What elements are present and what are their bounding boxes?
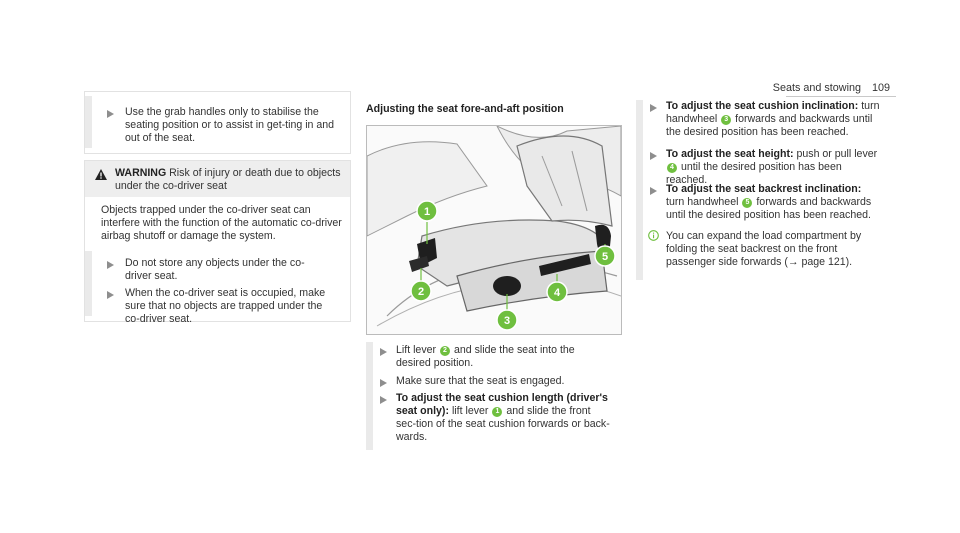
step-text: and slide the seat into the desired posi… bbox=[396, 344, 575, 369]
margin-bar bbox=[85, 251, 92, 316]
bullet-arrow-icon bbox=[107, 291, 114, 299]
lever-4-badge: 4 bbox=[667, 163, 677, 173]
margin-bar bbox=[366, 342, 373, 450]
bullet-arrow-icon bbox=[650, 187, 657, 195]
bullet-arrow-icon bbox=[650, 152, 657, 160]
callout-2-label: 2 bbox=[418, 286, 424, 298]
seat-controls-figure: 1 2 3 4 5 bbox=[366, 125, 622, 335]
callout-5 bbox=[594, 245, 616, 267]
seat-height-step: To adjust the seat height: push or pull … bbox=[666, 148, 881, 187]
grab-handles-note-box: Use the grab handles only to stabilise t… bbox=[84, 91, 351, 154]
warning-body: Objects trapped under the co-driver seat… bbox=[101, 204, 342, 242]
lever-2-badge: 2 bbox=[440, 346, 450, 356]
header-rule bbox=[786, 96, 896, 97]
warning-triangle-icon bbox=[95, 169, 107, 180]
bullet-arrow-icon bbox=[380, 396, 387, 404]
step-text: turn handwheel bbox=[666, 100, 880, 125]
page-number: 109 bbox=[871, 82, 890, 94]
seat-illustration: 1 2 3 4 5 bbox=[367, 126, 621, 331]
cushion-inclination-step: To adjust the seat cushion inclination: … bbox=[666, 100, 881, 139]
step-heading: To adjust the seat cushion inclination: bbox=[666, 100, 859, 112]
section-heading: Adjusting the seat fore-and-aft position bbox=[366, 103, 564, 115]
warning-header: WARNING Risk of injury or death due to o… bbox=[85, 161, 350, 197]
step-heading: To adjust the seat height: bbox=[666, 148, 794, 160]
step-heading: To adjust the seat backrest inclination: bbox=[666, 183, 862, 195]
step-text: and slide the front sec-tion of the seat… bbox=[396, 405, 610, 443]
fore-aft-step-2: Make sure that the seat is engaged. bbox=[396, 375, 565, 387]
warning-label: WARNING bbox=[115, 167, 167, 179]
backrest-inclination-step: To adjust the seat backrest inclination:… bbox=[666, 183, 881, 222]
step-text: Lift lever bbox=[396, 344, 437, 356]
warning-heading: WARNING Risk of injury or death due to o… bbox=[115, 167, 345, 193]
callout-1-label: 1 bbox=[424, 206, 430, 218]
margin-bar bbox=[636, 100, 643, 280]
callout-5-label: 5 bbox=[602, 251, 608, 263]
load-compartment-note: You can expand the load compartment by f… bbox=[666, 230, 881, 269]
note-text: You can expand the load compartment by f… bbox=[666, 230, 862, 268]
bullet-arrow-icon bbox=[380, 348, 387, 356]
cushion-length-step: To adjust the seat cushion length (drive… bbox=[396, 392, 611, 444]
step-heading: To adjust the seat cushion length (drive… bbox=[396, 392, 608, 417]
handwheel-5-badge: 5 bbox=[742, 198, 753, 208]
page-header: Seats and stowing 109 bbox=[773, 82, 890, 94]
page-reference-link[interactable]: page 121 bbox=[801, 256, 846, 268]
section-title: Seats and stowing bbox=[772, 82, 861, 94]
handwheel-3-badge: 3 bbox=[721, 115, 732, 125]
arrow-right-icon: → bbox=[787, 256, 799, 268]
lever-1-badge: 1 bbox=[492, 407, 503, 417]
bullet-arrow-icon bbox=[107, 261, 114, 269]
step-text: until the desired position has been reac… bbox=[666, 161, 842, 186]
step-text: forwards and backwards until the desired… bbox=[666, 113, 873, 138]
warning-bullet-2: When the co-driver seat is occupied, mak… bbox=[125, 287, 326, 325]
callout-3 bbox=[496, 309, 518, 331]
warning-box: WARNING Risk of injury or death due to o… bbox=[84, 160, 351, 325]
step-text: turn handwheel bbox=[666, 196, 739, 208]
callout-3-label: 3 bbox=[504, 315, 510, 327]
bullet-arrow-icon bbox=[380, 379, 387, 387]
info-icon bbox=[648, 230, 659, 241]
note-text: ). bbox=[845, 256, 853, 268]
margin-bar bbox=[85, 96, 92, 148]
bullet-arrow-icon bbox=[650, 104, 657, 112]
callout-1 bbox=[416, 200, 438, 222]
step-text: push or pull lever bbox=[796, 148, 878, 160]
step-text: lift lever bbox=[451, 405, 489, 417]
callout-2 bbox=[410, 280, 432, 302]
callout-4-label: 4 bbox=[554, 287, 561, 299]
bullet-arrow-icon bbox=[107, 110, 114, 118]
warning-bullet-1: Do not store any objects under the co-dr… bbox=[125, 257, 305, 282]
callout-4 bbox=[546, 281, 568, 303]
grab-handles-instruction: Use the grab handles only to stabilise t… bbox=[125, 106, 335, 144]
warning-title: Risk of injury or death due to objects u… bbox=[115, 167, 341, 192]
step-text: forwards and backwards until the desired… bbox=[666, 196, 872, 221]
fore-aft-step-1: Lift lever 2 and slide the seat into the… bbox=[396, 344, 611, 370]
